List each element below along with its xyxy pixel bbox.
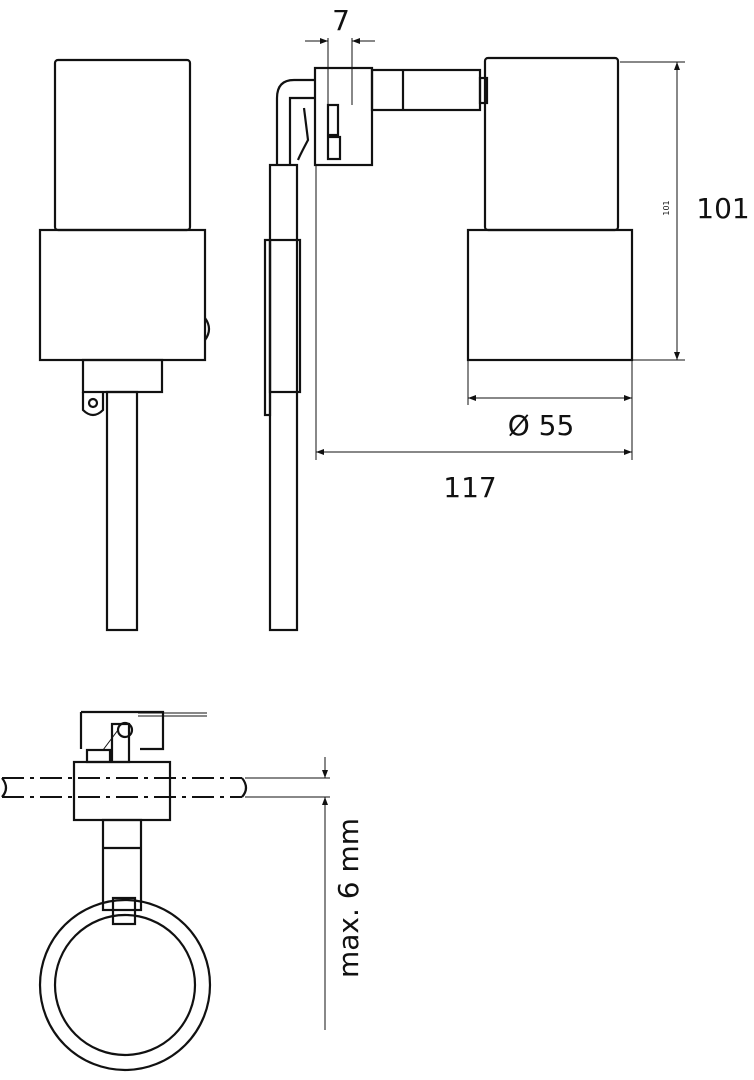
height-label: 101 [696,192,749,225]
height-label-small: 101 [662,200,671,215]
side-view [263,56,634,632]
length-label: 117 [443,471,496,504]
mounting-view: max. 6 mm [1,710,365,1072]
dimension-height: 101 101 [620,61,750,361]
dimension-diameter: Ø 55 [467,360,633,460]
diameter-label: Ø 55 [508,409,575,442]
dimension-offset: 7 [305,4,375,105]
max-thickness-label: max. 6 mm [332,818,365,978]
offset-label: 7 [332,4,350,37]
front-view [38,58,211,632]
dimension-length: 117 [315,165,632,504]
